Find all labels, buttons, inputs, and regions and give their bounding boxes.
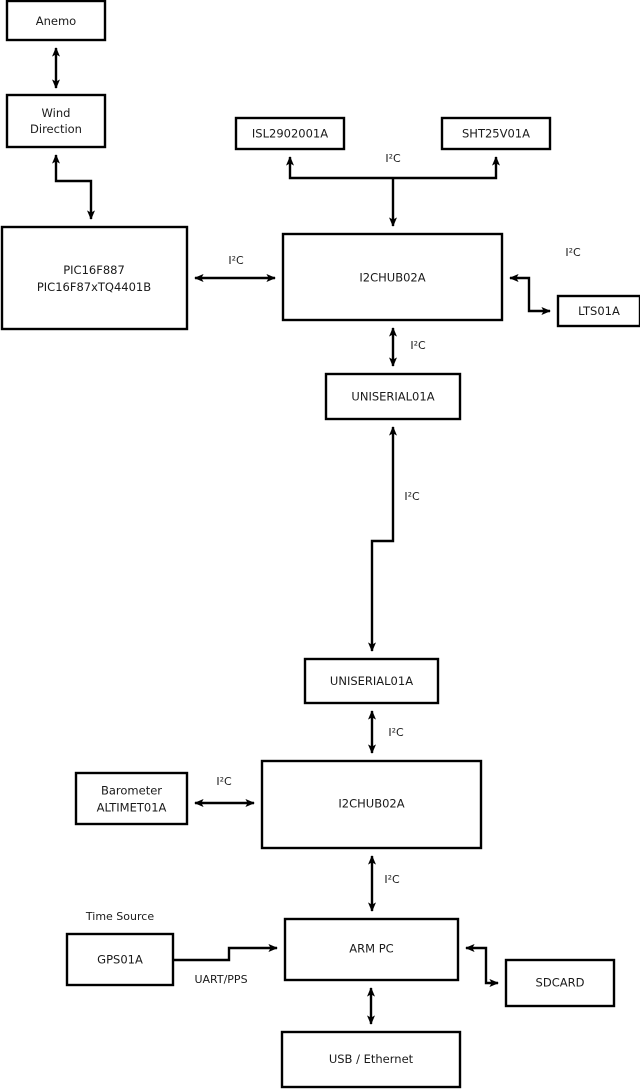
- edge-label-uniserial-hubbot: I²C: [388, 726, 404, 739]
- node-usb-ethernet[interactable]: USB / Ethernet: [280, 1030, 462, 1089]
- edge-wind-pic: [52, 154, 95, 220]
- node-uniserial01a-bottom[interactable]: UNISERIAL01A: [303, 657, 440, 705]
- node-i2chub02a-top-label: I2CHUB02A: [359, 271, 425, 285]
- node-i2chub02a-bottom[interactable]: I2CHUB02A: [260, 759, 483, 850]
- node-usb-ethernet-label: USB / Ethernet: [329, 1052, 414, 1066]
- edge-label-hub-uniserial: I²C: [410, 339, 426, 352]
- node-barometer[interactable]: Barometer ALTIMET01A: [74, 771, 189, 826]
- node-pic-label: PIC16F887: [63, 263, 125, 277]
- node-arm-pc[interactable]: ARM PC: [283, 917, 460, 982]
- node-lts01a[interactable]: LTS01A: [556, 294, 640, 328]
- node-wind-direction-label-2: Direction: [30, 122, 82, 136]
- node-sdcard[interactable]: SDCARD: [504, 958, 616, 1008]
- edge-label-hub-sensors: I²C: [385, 152, 401, 165]
- node-anemo[interactable]: Anemo: [5, 0, 107, 42]
- edge-label-gps-armpc: UART/PPS: [194, 973, 247, 986]
- node-lts01a-label: LTS01A: [578, 304, 620, 318]
- node-i2chub02a-bottom-label: I2CHUB02A: [338, 797, 404, 811]
- node-uniserial01a-top-label: UNISERIAL01A: [351, 390, 434, 404]
- edge-label-hubbot-armpc: I²C: [384, 873, 400, 886]
- node-sht25v01a[interactable]: SHT25V01A: [440, 116, 552, 151]
- node-i2chub02a-top[interactable]: I2CHUB02A: [281, 232, 504, 322]
- node-uniserial01a-top[interactable]: UNISERIAL01A: [324, 372, 462, 421]
- node-uniserial01a-bottom-label: UNISERIAL01A: [330, 674, 413, 688]
- node-wind-direction-label: Wind: [42, 106, 71, 120]
- edge-gps-armpc: [173, 944, 278, 962]
- edge-hubtop-lts: [509, 274, 551, 315]
- node-barometer-label-2: ALTIMET01A: [97, 801, 167, 815]
- node-barometer-label: Barometer: [101, 784, 162, 798]
- node-sdcard-label: SDCARD: [536, 976, 585, 990]
- node-gps01a[interactable]: GPS01A: [65, 932, 175, 987]
- edge-label-uniserial-link: I²C: [404, 490, 420, 503]
- node-isl2902001a-label: ISL2902001A: [252, 127, 328, 141]
- edge-label-hub-lts: I²C: [565, 246, 581, 259]
- edge-label-barometer-hub: I²C: [216, 775, 232, 788]
- node-sht25v01a-label: SHT25V01A: [462, 127, 530, 141]
- edge-uniserial-link: [368, 426, 397, 652]
- node-arm-pc-label: ARM PC: [349, 942, 393, 956]
- node-pic[interactable]: PIC16F887 PIC16F87xTQ4401B: [0, 225, 189, 331]
- edge-armpc-sdcard: [465, 944, 499, 987]
- node-anemo-label: Anemo: [36, 14, 76, 28]
- node-gps01a-label: GPS01A: [97, 953, 143, 967]
- node-wind-direction[interactable]: Wind Direction: [5, 93, 107, 149]
- edge-label-pic-hub: I²C: [228, 254, 244, 267]
- node-pic-label-2: PIC16F87xTQ4401B: [37, 280, 151, 294]
- edge-hubtop-sensors: [286, 156, 500, 227]
- node-isl2902001a[interactable]: ISL2902001A: [234, 116, 346, 151]
- time-source-label: Time Source: [85, 910, 154, 923]
